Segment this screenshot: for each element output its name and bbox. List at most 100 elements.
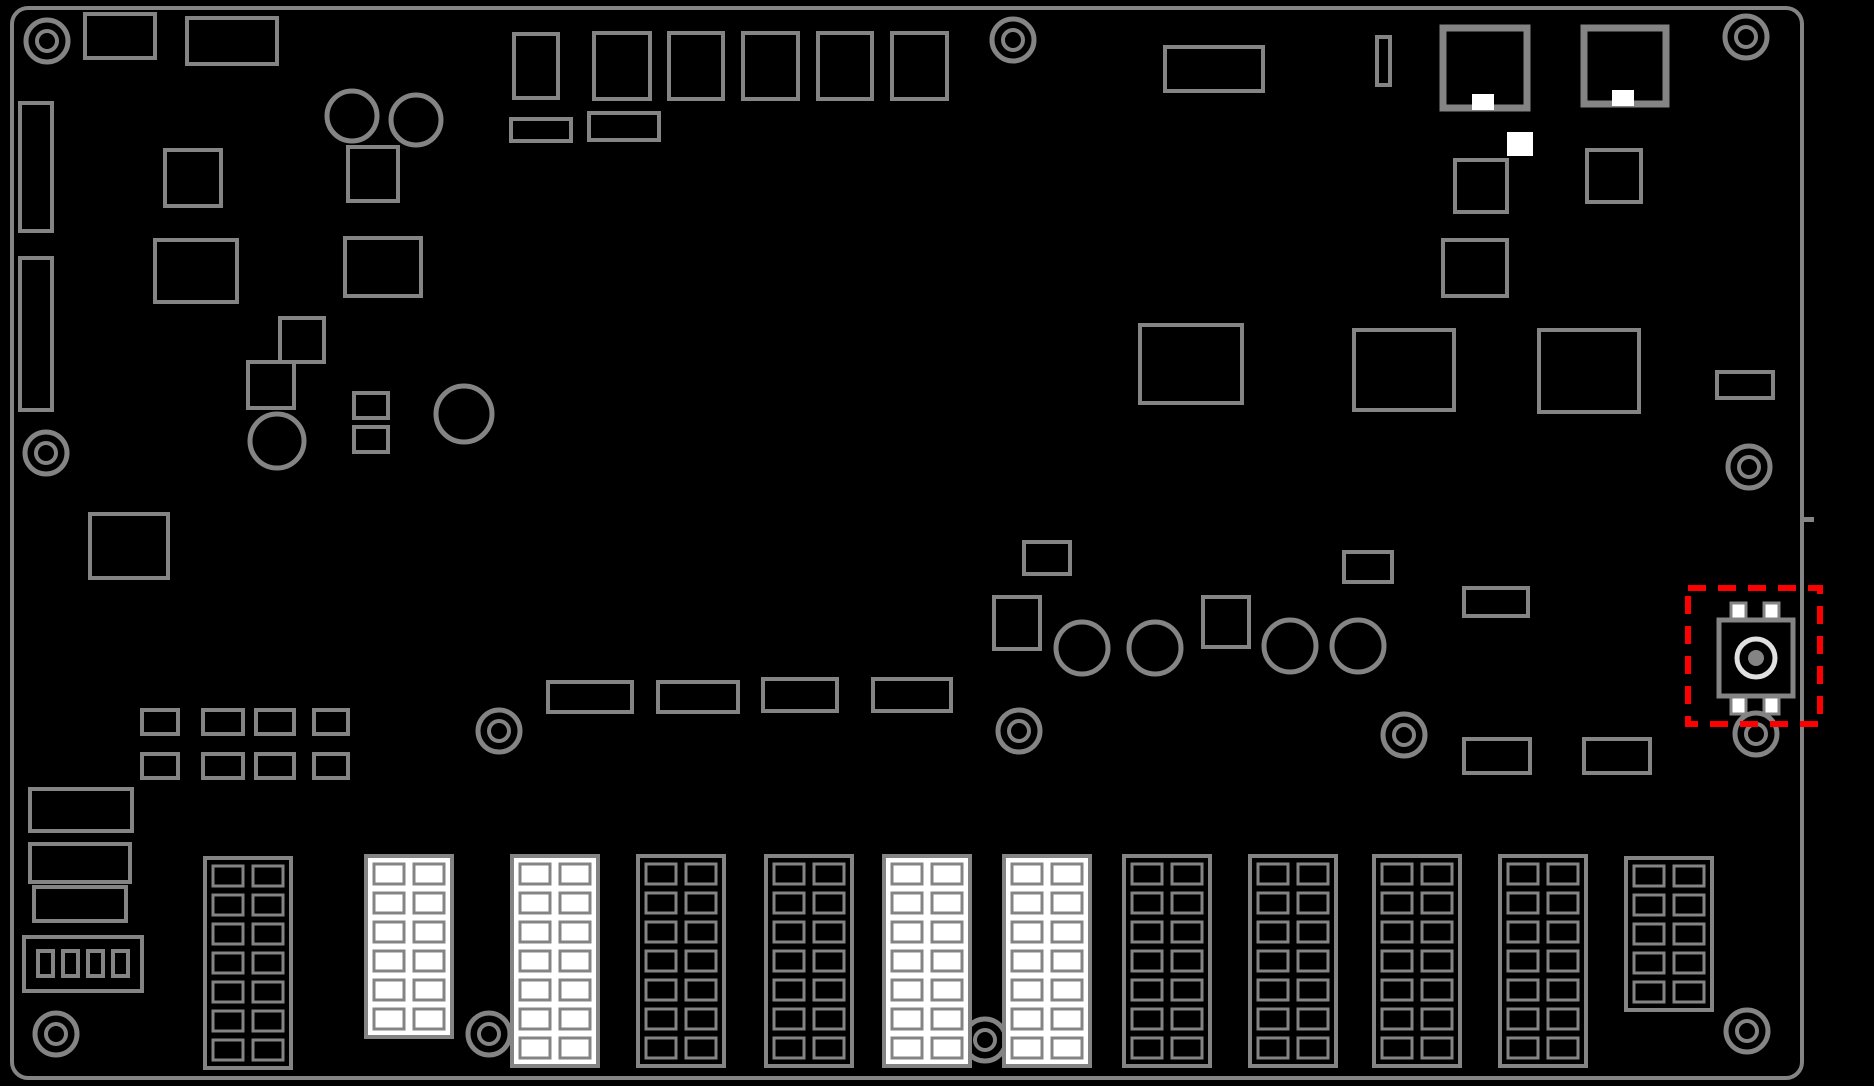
connector-pin-cell (1130, 891, 1164, 915)
connector-pin-cell (1632, 864, 1666, 888)
component-outline (278, 316, 326, 364)
pin-header-outline (22, 935, 144, 993)
component-outline (1462, 737, 1532, 775)
component-circle (433, 383, 495, 445)
connector-pin-cell (1672, 864, 1706, 888)
connector-pin-cell (1130, 920, 1164, 944)
pin-header-pin (86, 949, 105, 978)
connector-pin-cell (930, 1007, 964, 1031)
connector-pin-cell (890, 978, 924, 1002)
component-circle (388, 92, 444, 148)
component-outline (1375, 35, 1392, 87)
connector-pin-cell (772, 949, 806, 973)
tactile-switch-pin[interactable] (1762, 695, 1781, 716)
connector-pin-cell (1296, 1007, 1330, 1031)
connector-pin-cell (1546, 891, 1580, 915)
connector-pin-cell (930, 978, 964, 1002)
component-outline (88, 512, 170, 580)
tactile-switch-plunger[interactable] (1734, 636, 1778, 680)
connector-pin-cell (930, 920, 964, 944)
connector-pin-cell (1170, 862, 1204, 886)
mounting-hole-outer-ring (32, 1010, 80, 1058)
connector-pin-cell (684, 978, 718, 1002)
connector-pin-cell (1296, 978, 1330, 1002)
connector-pin-cell (1010, 891, 1044, 915)
component-outline (890, 31, 949, 101)
component-outline (1715, 370, 1775, 400)
connector-pin-cell (1672, 922, 1706, 946)
component-outline (587, 111, 661, 142)
connector-pin-cell (772, 1007, 806, 1031)
connector-pin-cell (1130, 1036, 1164, 1060)
mounting-hole-inner-ring (1007, 719, 1031, 743)
component-outline (512, 32, 560, 100)
connector-pin-cell (211, 922, 245, 946)
tactile-switch-plunger-center[interactable] (1748, 650, 1764, 666)
connector-pin-cell (1296, 891, 1330, 915)
connector-pin-cell (1420, 949, 1454, 973)
connector-pin-cell (930, 891, 964, 915)
connector-pin-cell (1296, 862, 1330, 886)
connector-pin-cell (1380, 1007, 1414, 1031)
connector-pin-cell (1296, 920, 1330, 944)
connector-pin-cell (644, 891, 678, 915)
component-outline (509, 117, 573, 143)
mounting-hole-outer-ring (995, 707, 1043, 755)
connector-pin-cell (1632, 980, 1666, 1004)
component-outline (254, 752, 296, 780)
connector-pin-cell (1506, 862, 1540, 886)
connector-pin-cell (251, 1009, 285, 1033)
mounting-hole-inner-ring (1737, 455, 1761, 479)
connector-pin-cell (890, 1007, 924, 1031)
pin-header-pin (61, 949, 80, 978)
connector-pin-cell (1170, 920, 1204, 944)
mounting-hole-inner-ring (1001, 28, 1025, 52)
connector-pin-cell (890, 920, 924, 944)
mounting-hole-outer-ring (1380, 711, 1428, 759)
mounting-hole-inner-ring (1392, 723, 1416, 747)
connector-pin-cell (412, 891, 446, 915)
connector-header (364, 854, 454, 1039)
connector-pin-cell (1050, 949, 1084, 973)
connector-pin-cell (1170, 891, 1204, 915)
component-outline (352, 391, 390, 420)
connector-pin-cell (1672, 980, 1706, 1004)
connector-pin-cell (772, 978, 806, 1002)
connector-pin-cell (1506, 1036, 1540, 1060)
connector-pin-cell (1256, 920, 1290, 944)
connector-pin-cell (644, 949, 678, 973)
connector-pin-cell (812, 1007, 846, 1031)
component-outline (246, 360, 296, 410)
connector-pin-cell (372, 891, 406, 915)
highlight-box[interactable] (1685, 585, 1823, 727)
component-outline (1537, 328, 1641, 414)
connector-pin-cell (412, 1007, 446, 1031)
connector-pin-cell (1256, 1007, 1290, 1031)
connector-pin-cell (812, 920, 846, 944)
component-outline (163, 148, 223, 208)
connector-pin-cell (1256, 891, 1290, 915)
mounting-hole-outer-ring (1725, 443, 1773, 491)
connector-pin-cell (772, 891, 806, 915)
connector-pin-cell (251, 864, 285, 888)
mounting-hole-inner-ring (973, 1028, 997, 1052)
connector-pin-cell (1420, 978, 1454, 1002)
connector-pin-cell (251, 1038, 285, 1062)
tactile-switch-pin[interactable] (1729, 601, 1748, 622)
connector-pin-cell (890, 891, 924, 915)
component-outline (1022, 540, 1072, 576)
component-outline (201, 752, 245, 780)
component-outline (992, 595, 1042, 651)
mounting-hole-outer-ring (475, 707, 523, 755)
connector-pin-cell (518, 1007, 552, 1031)
mounting-hole-inner-ring (477, 1022, 501, 1046)
connector-pin-cell (1256, 862, 1290, 886)
tactile-switch-pin[interactable] (1762, 601, 1781, 622)
connector-pin-cell (518, 1036, 552, 1060)
component-circle (324, 88, 380, 144)
component-outline (667, 31, 725, 101)
connector-pin-cell (1420, 920, 1454, 944)
connector-pin-cell (684, 1036, 718, 1060)
tactile-switch-pin[interactable] (1729, 695, 1748, 716)
mounting-hole-outer-ring (22, 429, 70, 477)
